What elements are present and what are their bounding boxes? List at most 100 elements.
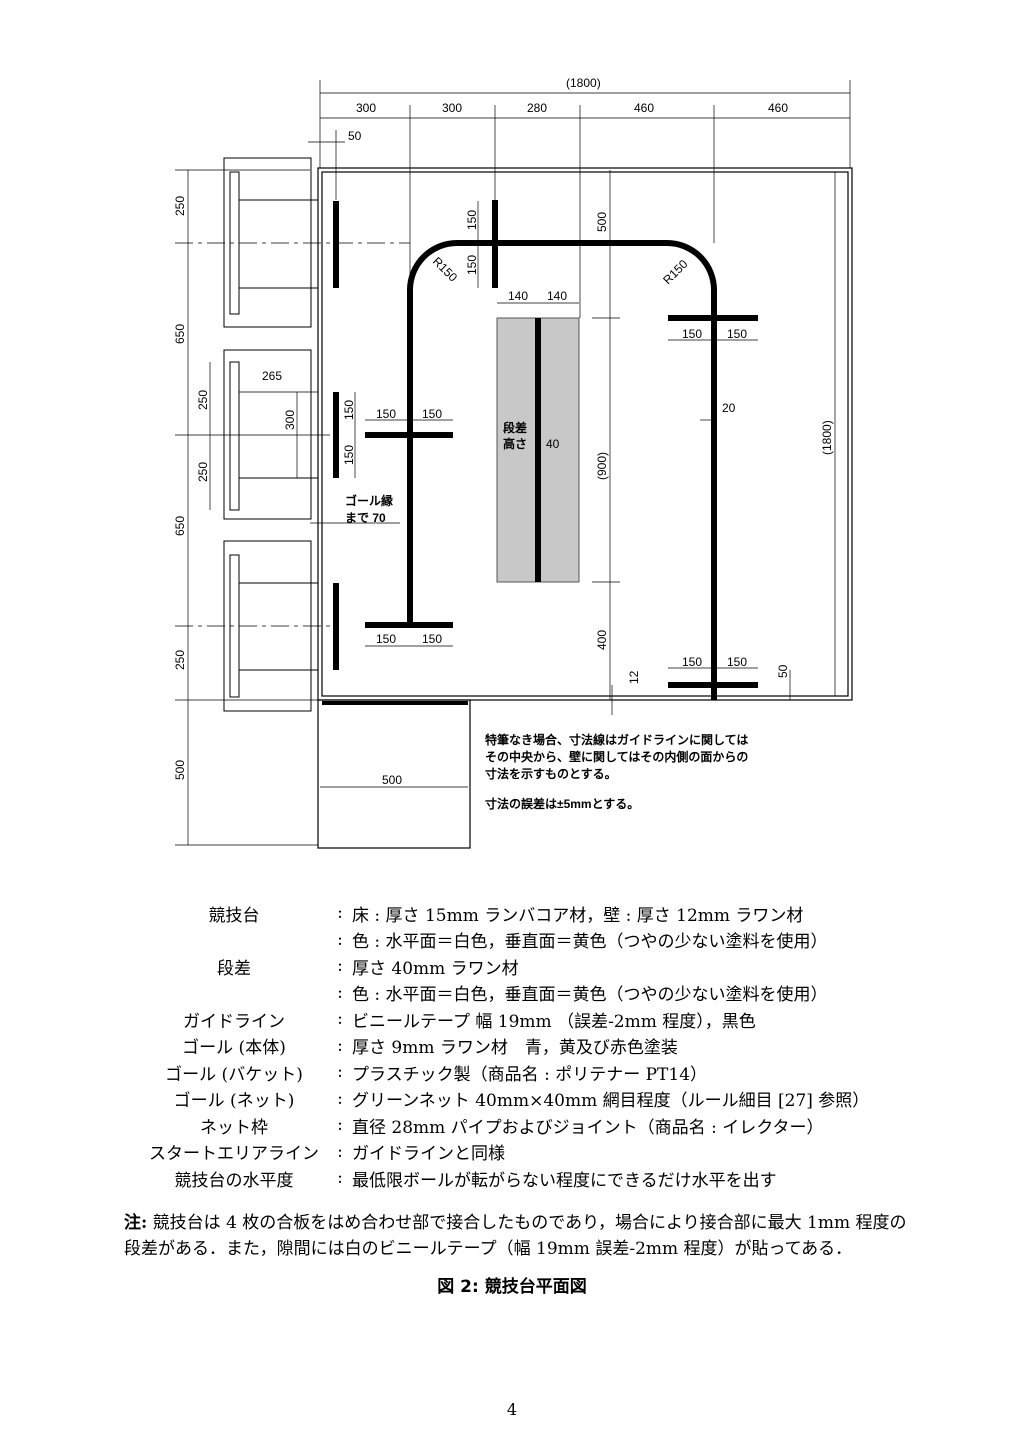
radius-label: R150 — [430, 254, 460, 284]
spec-row: ゴール (バケット): プラスチック製（商品名 : ポリテナー PT14） — [140, 1059, 900, 1086]
spec-colon: : — [337, 1009, 343, 1030]
dim: (1800) — [820, 420, 834, 455]
dim: 460 — [634, 101, 654, 115]
spec-colon: : — [337, 1062, 343, 1083]
spec-row: スタートエリアライン: ガイドラインと同様 — [140, 1139, 900, 1166]
spec-value: 厚さ 40mm ラワン材 — [352, 958, 519, 979]
dim: 280 — [527, 101, 547, 115]
spec-key: ネット枠 — [200, 1117, 268, 1138]
dim: 300 — [283, 410, 297, 430]
spec-key: 競技台の水平度 — [174, 1170, 294, 1191]
dim: 400 — [595, 630, 609, 650]
dim: 50 — [776, 664, 790, 678]
step-label: 段差 — [503, 420, 527, 435]
radius-label: R150 — [660, 257, 690, 287]
dim: 265 — [262, 369, 282, 383]
field-plan-diagram: (1800) 300 300 280 460 460 50 250 650 65… — [173, 76, 853, 849]
spec-key: ガイドライン — [183, 1011, 285, 1032]
spec-colon: : — [337, 1035, 343, 1056]
spec-row: : 色 : 水平面＝白色，垂直面＝黄色（つやの少ない塗料を使用） — [140, 980, 900, 1007]
dim-total-width: (1800) — [566, 76, 601, 90]
dim: 500 — [173, 760, 187, 780]
dim: 150 — [422, 407, 442, 421]
page-number: 4 — [506, 1400, 518, 1419]
spec-value: 色 : 水平面＝白色，垂直面＝黄色（つやの少ない塗料を使用） — [352, 932, 828, 953]
dimension-lines — [175, 80, 851, 846]
dim: 150 — [342, 445, 356, 465]
spec-colon: : — [337, 1088, 343, 1109]
spec-value: 直径 28mm パイプおよびジョイント（商品名 : イレクター） — [352, 1117, 824, 1138]
spec-row: ゴール (ネット): グリーンネット 40mm×40mm 網目程度（ルール細目 [… — [140, 1086, 900, 1113]
dim: 140 — [547, 289, 567, 303]
dim: 140 — [508, 289, 528, 303]
dim: 650 — [173, 516, 187, 536]
spec-colon: : — [337, 1168, 343, 1189]
spec-list: 競技台: 床 : 厚さ 15mm ランバコア材，壁 : 厚さ 12mm ラワン材:… — [140, 900, 900, 1192]
note-text: 競技台は 4 枚の合板をはめ合わせ部で接合したものであり，場合により接合部に最大… — [124, 1213, 907, 1259]
dim: 300 — [442, 101, 462, 115]
spec-value: ビニールテープ 幅 19mm （誤差-2mm 程度），黒色 — [352, 1011, 756, 1032]
step-height: 40 — [546, 437, 560, 451]
spec-key: ゴール (本体) — [182, 1038, 286, 1059]
dim: 300 — [356, 101, 376, 115]
spec-value: グリーンネット 40mm×40mm 網目程度（ルール細目 [27] 参照） — [352, 1091, 870, 1112]
spec-colon: : — [337, 1115, 343, 1136]
dim: 150 — [376, 407, 396, 421]
dim: 150 — [682, 655, 702, 669]
guide-lines — [333, 200, 758, 700]
spec-value: プラスチック製（商品名 : ポリテナー PT14） — [352, 1064, 708, 1085]
spec-row: ガイドライン: ビニールテープ 幅 19mm （誤差-2mm 程度），黒色 — [140, 1006, 900, 1033]
dim: 500 — [382, 773, 402, 787]
spec-colon: : — [337, 1141, 343, 1162]
dim: 460 — [768, 101, 788, 115]
spec-row: : 色 : 水平面＝白色，垂直面＝黄色（つやの少ない塗料を使用） — [140, 927, 900, 954]
spec-row: 競技台: 床 : 厚さ 15mm ランバコア材，壁 : 厚さ 12mm ラワン材 — [140, 900, 900, 927]
left-dims: 250 650 650 250 500 250 250 300 — [173, 196, 297, 780]
spec-value: ガイドラインと同様 — [352, 1144, 505, 1165]
dim: 150 — [682, 327, 702, 341]
diagram-note: 寸法を示すものとする。 — [485, 766, 617, 781]
dim: (900) — [595, 452, 609, 480]
spec-key: ゴール (ネット) — [173, 1091, 295, 1112]
dim: 150 — [342, 400, 356, 420]
goal-edge-label: まで 70 — [345, 511, 386, 525]
note-label: 注: — [124, 1213, 148, 1233]
dim: 500 — [595, 212, 609, 232]
spec-value: 色 : 水平面＝白色，垂直面＝黄色（つやの少ない塗料を使用） — [352, 985, 828, 1006]
note: 注: 競技台は 4 枚の合板をはめ合わせ部で接合したものであり，場合により接合部… — [124, 1210, 914, 1262]
spec-colon: : — [337, 929, 343, 950]
field-walls — [317, 167, 853, 849]
spec-row: 競技台の水平度: 最低限ボールが転がらない程度にできるだけ水平を出す — [140, 1165, 900, 1192]
dim: 12 — [627, 670, 641, 684]
spec-colon: : — [337, 956, 343, 977]
dim: 650 — [173, 324, 187, 344]
step-label: 高さ — [503, 436, 527, 451]
spec-colon: : — [337, 982, 343, 1003]
dim: 250 — [173, 650, 187, 670]
dim: 20 — [722, 401, 736, 415]
dim: 150 — [727, 655, 747, 669]
figure-caption: 図 2: 競技台平面図 — [437, 1277, 587, 1297]
dim: 250 — [196, 462, 210, 482]
diagram-note: 特筆なき場合、寸法線はガイドラインに関しては — [485, 732, 748, 747]
dim: 250 — [196, 390, 210, 410]
spec-colon: : — [337, 903, 343, 924]
spec-value: 厚さ 9mm ラワン材 青，黄及び赤色塗装 — [352, 1038, 678, 1059]
dim: 150 — [465, 255, 479, 275]
dim: 50 — [348, 129, 362, 143]
spec-key: 段差 — [217, 958, 251, 979]
spec-row: ゴール (本体): 厚さ 9mm ラワン材 青，黄及び赤色塗装 — [140, 1033, 900, 1060]
dim: 150 — [376, 632, 396, 646]
spec-row: ネット枠: 直径 28mm パイプおよびジョイント（商品名 : イレクター） — [140, 1112, 900, 1139]
spec-key: 競技台 — [208, 905, 260, 926]
spec-key: ゴール (バケット) — [165, 1064, 303, 1085]
dim: 250 — [173, 196, 187, 216]
diagram-note: 寸法の誤差は±5mmとする。 — [485, 796, 639, 811]
spec-value: 床 : 厚さ 15mm ランバコア材，壁 : 厚さ 12mm ラワン材 — [352, 905, 804, 926]
spec-key: スタートエリアライン — [149, 1144, 319, 1165]
dim: 150 — [422, 632, 442, 646]
dim: 150 — [465, 210, 479, 230]
goal-edge-label: ゴール縁 — [345, 493, 393, 508]
spec-value: 最低限ボールが転がらない程度にできるだけ水平を出す — [352, 1170, 777, 1191]
